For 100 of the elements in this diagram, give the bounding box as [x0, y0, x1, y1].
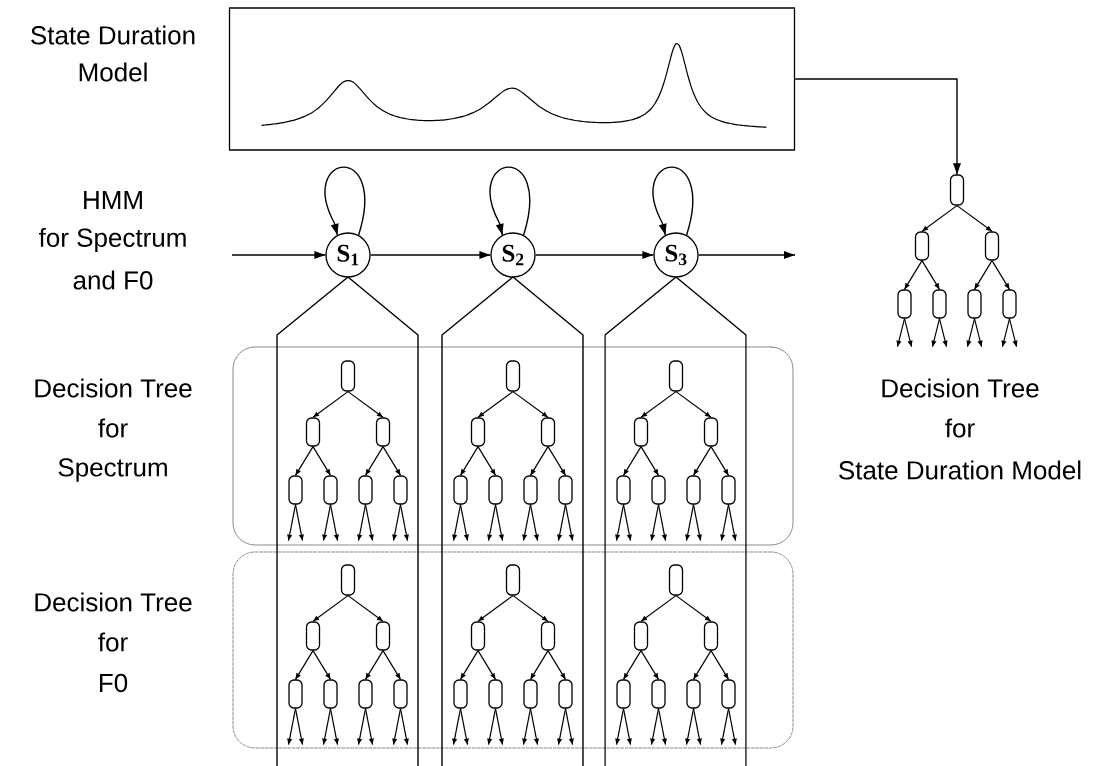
tree-node: [668, 564, 684, 596]
tree-node: [932, 289, 947, 319]
tree-node: [488, 679, 503, 709]
tree-branch-arrow: [903, 260, 923, 290]
tree-branch-arrow: [675, 595, 712, 622]
tree-branch-arrow: [477, 446, 497, 476]
leaf-arrow: [459, 504, 469, 542]
tree-branch-arrow: [512, 391, 549, 418]
tree-node: [967, 289, 982, 319]
tree-branch-arrow: [622, 446, 642, 476]
leaf-arrow: [529, 504, 539, 542]
transition-arrow: [534, 251, 655, 259]
tree-node: [488, 475, 503, 505]
tree-node: [340, 360, 356, 392]
leaf-arrow: [1001, 318, 1011, 348]
leaf-arrow: [329, 504, 339, 542]
tree-branch-arrow: [710, 446, 730, 476]
leaf-arrow: [692, 504, 702, 542]
leaf-arrow: [727, 708, 737, 746]
leaf-arrow: [720, 708, 730, 746]
leaf-arrow: [487, 504, 497, 542]
tree-branch-arrow: [547, 650, 567, 680]
tree-branch-arrow: [477, 650, 497, 680]
leaf-arrow: [287, 504, 297, 542]
tree-branch-arrow: [312, 595, 349, 622]
tree-node: [453, 679, 468, 709]
tree-branch-arrow: [622, 650, 642, 680]
tree-node: [1002, 289, 1017, 319]
transition-arrow: [369, 251, 492, 259]
leaf-arrow: [615, 708, 625, 746]
tree-node: [523, 679, 538, 709]
tree-node: [358, 475, 373, 505]
side-label: State Duration: [31, 25, 195, 45]
tree-node: [703, 621, 719, 651]
side-label: F0: [99, 673, 128, 693]
tree-node: [686, 679, 701, 709]
side-label: for: [945, 418, 975, 438]
tree-node: [305, 417, 321, 447]
leaf-arrow: [287, 708, 297, 746]
tree-node: [633, 621, 649, 651]
tree-node: [375, 621, 391, 651]
leaf-arrow: [294, 708, 304, 746]
leaf-arrow: [522, 708, 532, 746]
tree-branch-arrow: [382, 650, 402, 680]
leaf-arrow: [357, 504, 367, 542]
transition-arrow: [697, 251, 796, 259]
leaf-arrow: [973, 318, 983, 348]
tree-node: [453, 475, 468, 505]
tree-node: [470, 621, 486, 651]
leaf-arrow: [322, 708, 332, 746]
leaf-arrow: [364, 708, 374, 746]
tree-branch-arrow: [675, 391, 712, 418]
tree-branch-arrow: [547, 446, 567, 476]
side-label: and F0: [73, 270, 153, 290]
tree-node: [633, 417, 649, 447]
tree-branch-arrow: [529, 650, 549, 680]
side-label: Decision Tree: [35, 592, 192, 612]
tree-branch-arrow: [710, 650, 730, 680]
leaf-arrow: [399, 708, 409, 746]
tree-branch-arrow: [921, 205, 958, 232]
leaf-arrow: [522, 504, 532, 542]
leaf-arrow: [329, 708, 339, 746]
tree-branch-arrow: [312, 391, 349, 418]
leaf-arrow: [452, 504, 462, 542]
tree-branch-arrow: [640, 595, 677, 622]
tree-branch-arrow: [956, 205, 993, 232]
tree-branch-arrow: [640, 446, 660, 476]
tree-node: [651, 679, 666, 709]
tree-branch-arrow: [477, 595, 514, 622]
leaf-arrow: [903, 318, 913, 348]
tree-node: [375, 417, 391, 447]
leaf-arrow: [557, 504, 567, 542]
tree-branch-arrow: [312, 650, 332, 680]
leaf-arrow: [392, 708, 402, 746]
tree-node: [323, 679, 338, 709]
leaf-arrow: [615, 504, 625, 542]
tree-branch-arrow: [640, 391, 677, 418]
tree-node: [616, 475, 631, 505]
tree-branch-arrow: [459, 650, 479, 680]
tree-branch-arrow: [294, 650, 314, 680]
leaf-arrow: [896, 318, 906, 348]
leaf-arrow: [399, 504, 409, 542]
tree-node: [540, 621, 556, 651]
tree-node: [323, 475, 338, 505]
side-label: for: [98, 418, 128, 438]
leaf-arrow: [494, 504, 504, 542]
tree-branch-arrow: [991, 260, 1011, 290]
leaf-arrow: [364, 504, 374, 542]
side-label: Decision Tree: [35, 378, 192, 398]
leaf-arrow: [685, 504, 695, 542]
tree-node: [558, 475, 573, 505]
tree-node: [393, 679, 408, 709]
tree-node: [949, 174, 965, 206]
tree-node: [721, 679, 736, 709]
tree-node: [721, 475, 736, 505]
tree-branch-arrow: [347, 391, 384, 418]
side-label: Model: [79, 62, 147, 82]
tree-branch-arrow: [312, 446, 332, 476]
leaf-arrow: [931, 318, 941, 348]
tree-node: [668, 360, 684, 392]
